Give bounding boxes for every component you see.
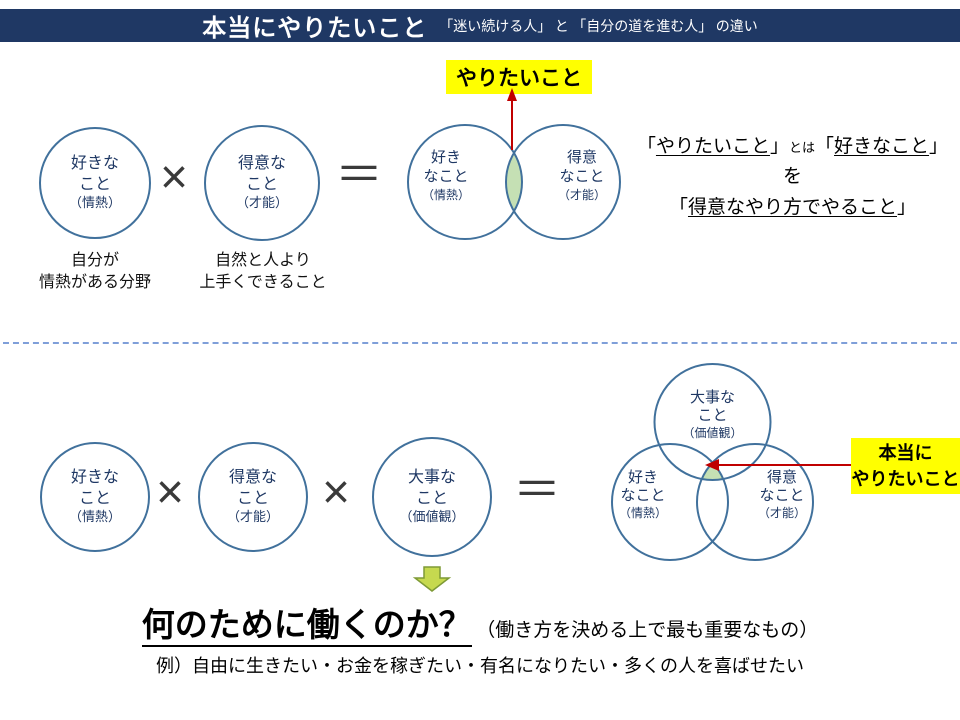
multiply-operator-bottom-1: × — [156, 466, 185, 519]
note-bracket: 」 — [929, 136, 949, 157]
caption-skill: 自然と人より 上手くできること — [177, 250, 349, 295]
slide-title: 本当にやりたいこと — [202, 15, 428, 42]
venn3-right-line2: なこと — [759, 487, 804, 504]
circle-value-line2: こと — [415, 489, 448, 507]
circle-skill-top-line1: 得意な — [237, 154, 286, 172]
question-note: （働き方を決める上で最も重要なもの） — [476, 620, 819, 641]
examples-text: 例）自由に生きたい・お金を稼ぎたい・有名になりたい・多くの人を喜ばせたい — [156, 656, 804, 676]
red-arrow-left — [705, 459, 851, 471]
dashed-divider — [3, 342, 957, 344]
caption-like: 自分が 情熱がある分野 — [10, 250, 180, 295]
venn-left-circle — [407, 124, 523, 240]
circle-skill-bottom-line1: 得意な — [228, 468, 277, 486]
note-line3: 「得意なやり方でやること」 — [625, 193, 960, 223]
circle-like-bottom: 好きな こと （情熱） — [40, 442, 150, 552]
want-label: やりたいこと — [446, 60, 592, 94]
circle-skill-bottom-line3: （才能） — [226, 509, 279, 525]
venn-right-line2: なこと — [559, 168, 604, 185]
venn-two-circles: 好き なこと （情熱） 得意 なこと （才能） — [407, 124, 621, 240]
venn-right-line3: （才能） — [558, 188, 606, 202]
slide-subtitle: 「迷い続ける人」 と 「自分の道を進む人」 の違い — [439, 19, 758, 35]
venn-right-circle — [505, 124, 621, 240]
venn3-top-line2: こと — [697, 407, 727, 424]
note-bracket: 「 — [668, 196, 688, 218]
venn-right-line1: 得意 — [567, 148, 597, 166]
really-want-label: 本当に やりたいこと — [851, 438, 960, 495]
title-bar: 本当にやりたいこと 「迷い続ける人」 と 「自分の道を進む人」 の違い — [0, 9, 960, 42]
note-skillway-term: 得意なやり方でやること — [687, 196, 897, 218]
venn3-center-green — [701, 462, 724, 480]
circle-skill-top-line3: （才能） — [235, 195, 288, 211]
venn3-top-circle — [653, 363, 772, 481]
circle-value-bottom: 大事な こと （価値観） — [372, 437, 492, 557]
circle-skill-bottom: 得意な こと （才能） — [198, 442, 308, 552]
venn3-left-line3: （情熱） — [619, 506, 667, 520]
caption-skill-line2: 上手くできること — [199, 274, 327, 292]
venn3-left-line1: 好き — [628, 469, 658, 486]
really-want-line2: やりたいこと — [851, 469, 960, 490]
circle-like-top: 好きな こと （情熱） — [39, 127, 151, 239]
note-bracket: 「 — [815, 136, 835, 157]
caption-like-line2: 情熱がある分野 — [38, 274, 151, 292]
circle-like-bottom-line3: （情熱） — [68, 509, 121, 525]
equals-operator-top: ＝ — [335, 149, 384, 202]
circle-like-bottom-line2: こと — [78, 489, 111, 507]
venn-left-line1: 好き — [431, 149, 461, 166]
circle-skill-bottom-line2: こと — [236, 489, 269, 507]
venn-left-line2: なこと — [423, 168, 468, 185]
caption-like-line1: 自分が — [70, 252, 119, 269]
equals-operator-bottom: ＝ — [513, 464, 562, 517]
circle-like-bottom-line1: 好きな — [70, 468, 119, 486]
venn3-top-line3: （価値観） — [682, 425, 742, 440]
venn3-left-circle — [611, 443, 729, 561]
venn-overlap-green — [506, 152, 522, 212]
circle-value-line3: （価値観） — [399, 509, 465, 525]
question-line: 何のために働くのか？ （働き方を決める上で最も重要なもの） — [0, 598, 960, 647]
circle-like-top-line1: 好きな — [70, 154, 119, 172]
venn3-right-line3: （才能） — [758, 506, 806, 520]
multiply-operator-bottom-2: × — [322, 466, 351, 519]
venn-three-circles: 大事な こと （価値観） 好き なこと （情熱） 得意 なこと （才能） — [611, 363, 814, 561]
note-wo: を — [782, 166, 802, 188]
note-bracket: 「 — [636, 136, 656, 157]
note-want-term: やりたいこと — [655, 136, 770, 157]
red-arrow-up — [507, 88, 517, 150]
explanation-note: 「やりたいこと」とは「好きなこと」 を 「得意なやり方でやること」 — [625, 132, 960, 223]
circle-like-top-line3: （情熱） — [68, 195, 121, 211]
note-line1: 「やりたいこと」とは「好きなこと」 — [625, 132, 960, 162]
venn-left-line3: （情熱） — [422, 188, 470, 202]
venn3-left-line2: なこと — [620, 487, 665, 504]
circle-like-top-line2: こと — [78, 175, 111, 193]
caption-skill-line1: 自然と人より — [215, 252, 311, 269]
really-want-line1: 本当に — [878, 443, 933, 463]
down-block-arrow — [412, 566, 452, 592]
note-line2: を — [625, 162, 960, 192]
note-mid: とは — [788, 140, 815, 155]
note-bracket: 」 — [769, 136, 789, 157]
circle-value-line1: 大事な — [407, 468, 456, 486]
circle-skill-top: 得意な こと （才能） — [204, 125, 320, 241]
question-heading: 何のために働くのか？ — [141, 606, 472, 647]
note-bracket: 」 — [897, 196, 917, 218]
venn3-right-circle — [696, 443, 814, 561]
circle-skill-top-line2: こと — [245, 175, 278, 193]
multiply-operator-top: × — [160, 151, 189, 204]
venn3-right-line1: 得意 — [767, 468, 797, 486]
venn3-top-line1: 大事な — [690, 389, 735, 406]
note-like-term: 好きなこと — [834, 136, 930, 157]
